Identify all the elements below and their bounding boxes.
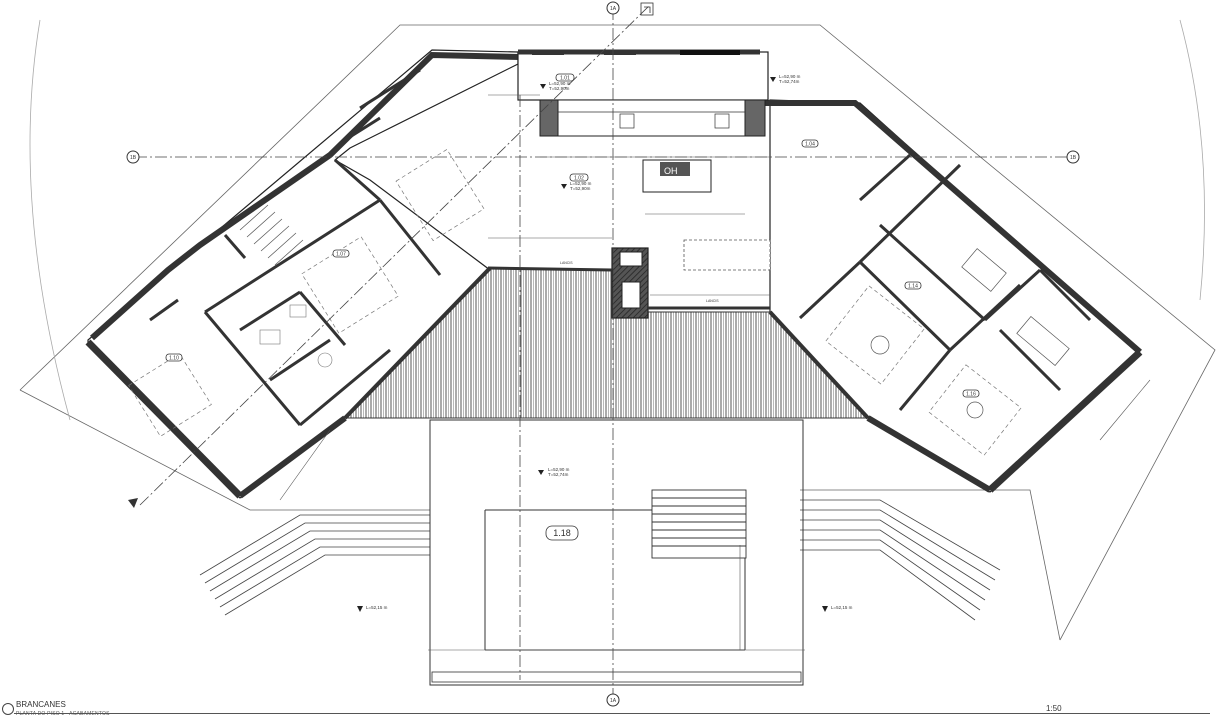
svg-text:1A: 1A bbox=[610, 698, 617, 704]
lower-terrace bbox=[429, 419, 804, 686]
svg-text:L=52,90 m: L=52,90 m bbox=[779, 74, 801, 79]
room-tag-terrace: 1.18 bbox=[545, 525, 579, 541]
svg-text:L=52,90 m: L=52,90 m bbox=[549, 81, 571, 86]
svg-text:1.02: 1.02 bbox=[574, 176, 584, 182]
title-block-rule bbox=[14, 713, 1210, 714]
room-tag-bedroom-right-b: 1.16 bbox=[962, 389, 980, 398]
svg-text:1B: 1B bbox=[1070, 155, 1077, 161]
steps-right bbox=[800, 499, 1001, 621]
kitchen-hob-mark: OH bbox=[664, 166, 678, 176]
svg-text:1A: 1A bbox=[610, 6, 617, 12]
svg-text:1.07: 1.07 bbox=[336, 252, 346, 258]
room-tag-entrance: 1.01 bbox=[555, 73, 575, 82]
room-tag-bedroom-center: 1.07 bbox=[332, 249, 350, 258]
room-tag-bedroom-right-a: 1.14 bbox=[904, 281, 922, 290]
drawing-scale: 1:50 bbox=[1046, 704, 1062, 713]
terrace-stairs bbox=[651, 489, 747, 559]
svg-text:T=52,90m: T=52,90m bbox=[570, 186, 591, 191]
svg-text:T=52,90m: T=52,90m bbox=[549, 86, 570, 91]
svg-text:1.01: 1.01 bbox=[560, 76, 570, 82]
svg-text:T=52,74m: T=52,74m bbox=[779, 79, 800, 84]
room-tag-bedroom-left: 1.10 bbox=[165, 353, 183, 362]
level-marker-living: L=52,90 m T=52,90m bbox=[561, 181, 592, 191]
axis-bubble-right: 1B bbox=[1066, 150, 1080, 164]
section-marker-top bbox=[640, 2, 654, 16]
level-marker-right: L=52,90 m T=52,74m bbox=[770, 74, 801, 84]
note-lancis-left: LANCIS bbox=[560, 261, 573, 265]
level-marker-terrace: L=52,90 m T=52,74m bbox=[538, 467, 570, 477]
svg-text:1.16: 1.16 bbox=[966, 392, 976, 398]
section-marker-left bbox=[128, 498, 138, 508]
right-wing bbox=[765, 99, 1143, 493]
level-marker-entrance: L=52,90 m T=52,90m bbox=[540, 81, 571, 91]
svg-text:1.14: 1.14 bbox=[908, 284, 918, 290]
central-block bbox=[487, 49, 771, 319]
dimension-lines bbox=[279, 94, 1151, 651]
svg-text:1.18: 1.18 bbox=[553, 528, 571, 538]
axis-bubble-top: 1A bbox=[606, 1, 620, 15]
left-wing bbox=[85, 49, 521, 499]
svg-text:L=52,90 m: L=52,90 m bbox=[570, 181, 592, 186]
svg-text:1.04: 1.04 bbox=[805, 142, 815, 148]
steps-left bbox=[199, 514, 430, 616]
title-block-circle bbox=[2, 703, 14, 715]
svg-text:L=52,15 m: L=52,15 m bbox=[831, 605, 853, 610]
level-marker-bottom-right: L=52,15 m bbox=[822, 605, 853, 612]
axis-bubble-bottom: 1A bbox=[606, 693, 620, 707]
level-marker-bottom-left: L=52,15 m bbox=[357, 605, 388, 612]
room-tag-living: 1.02 bbox=[569, 173, 589, 182]
svg-text:L=52,90 m: L=52,90 m bbox=[548, 467, 570, 472]
note-lancis-right: LANCIS bbox=[706, 299, 719, 303]
room-tag-kitchen: 1.04 bbox=[801, 139, 819, 148]
project-name: BRANCANES bbox=[16, 700, 66, 709]
axis-bubble-left: 1B bbox=[126, 150, 140, 164]
svg-text:T=52,74m: T=52,74m bbox=[548, 472, 569, 477]
svg-text:1B: 1B bbox=[130, 155, 137, 161]
sheet-title: PLANTA DO PISO 1 - ACABAMENTOS bbox=[16, 711, 110, 717]
svg-text:1.10: 1.10 bbox=[169, 356, 179, 362]
svg-text:L=52,15 m: L=52,15 m bbox=[366, 605, 388, 610]
site-boundary bbox=[19, 19, 1216, 641]
